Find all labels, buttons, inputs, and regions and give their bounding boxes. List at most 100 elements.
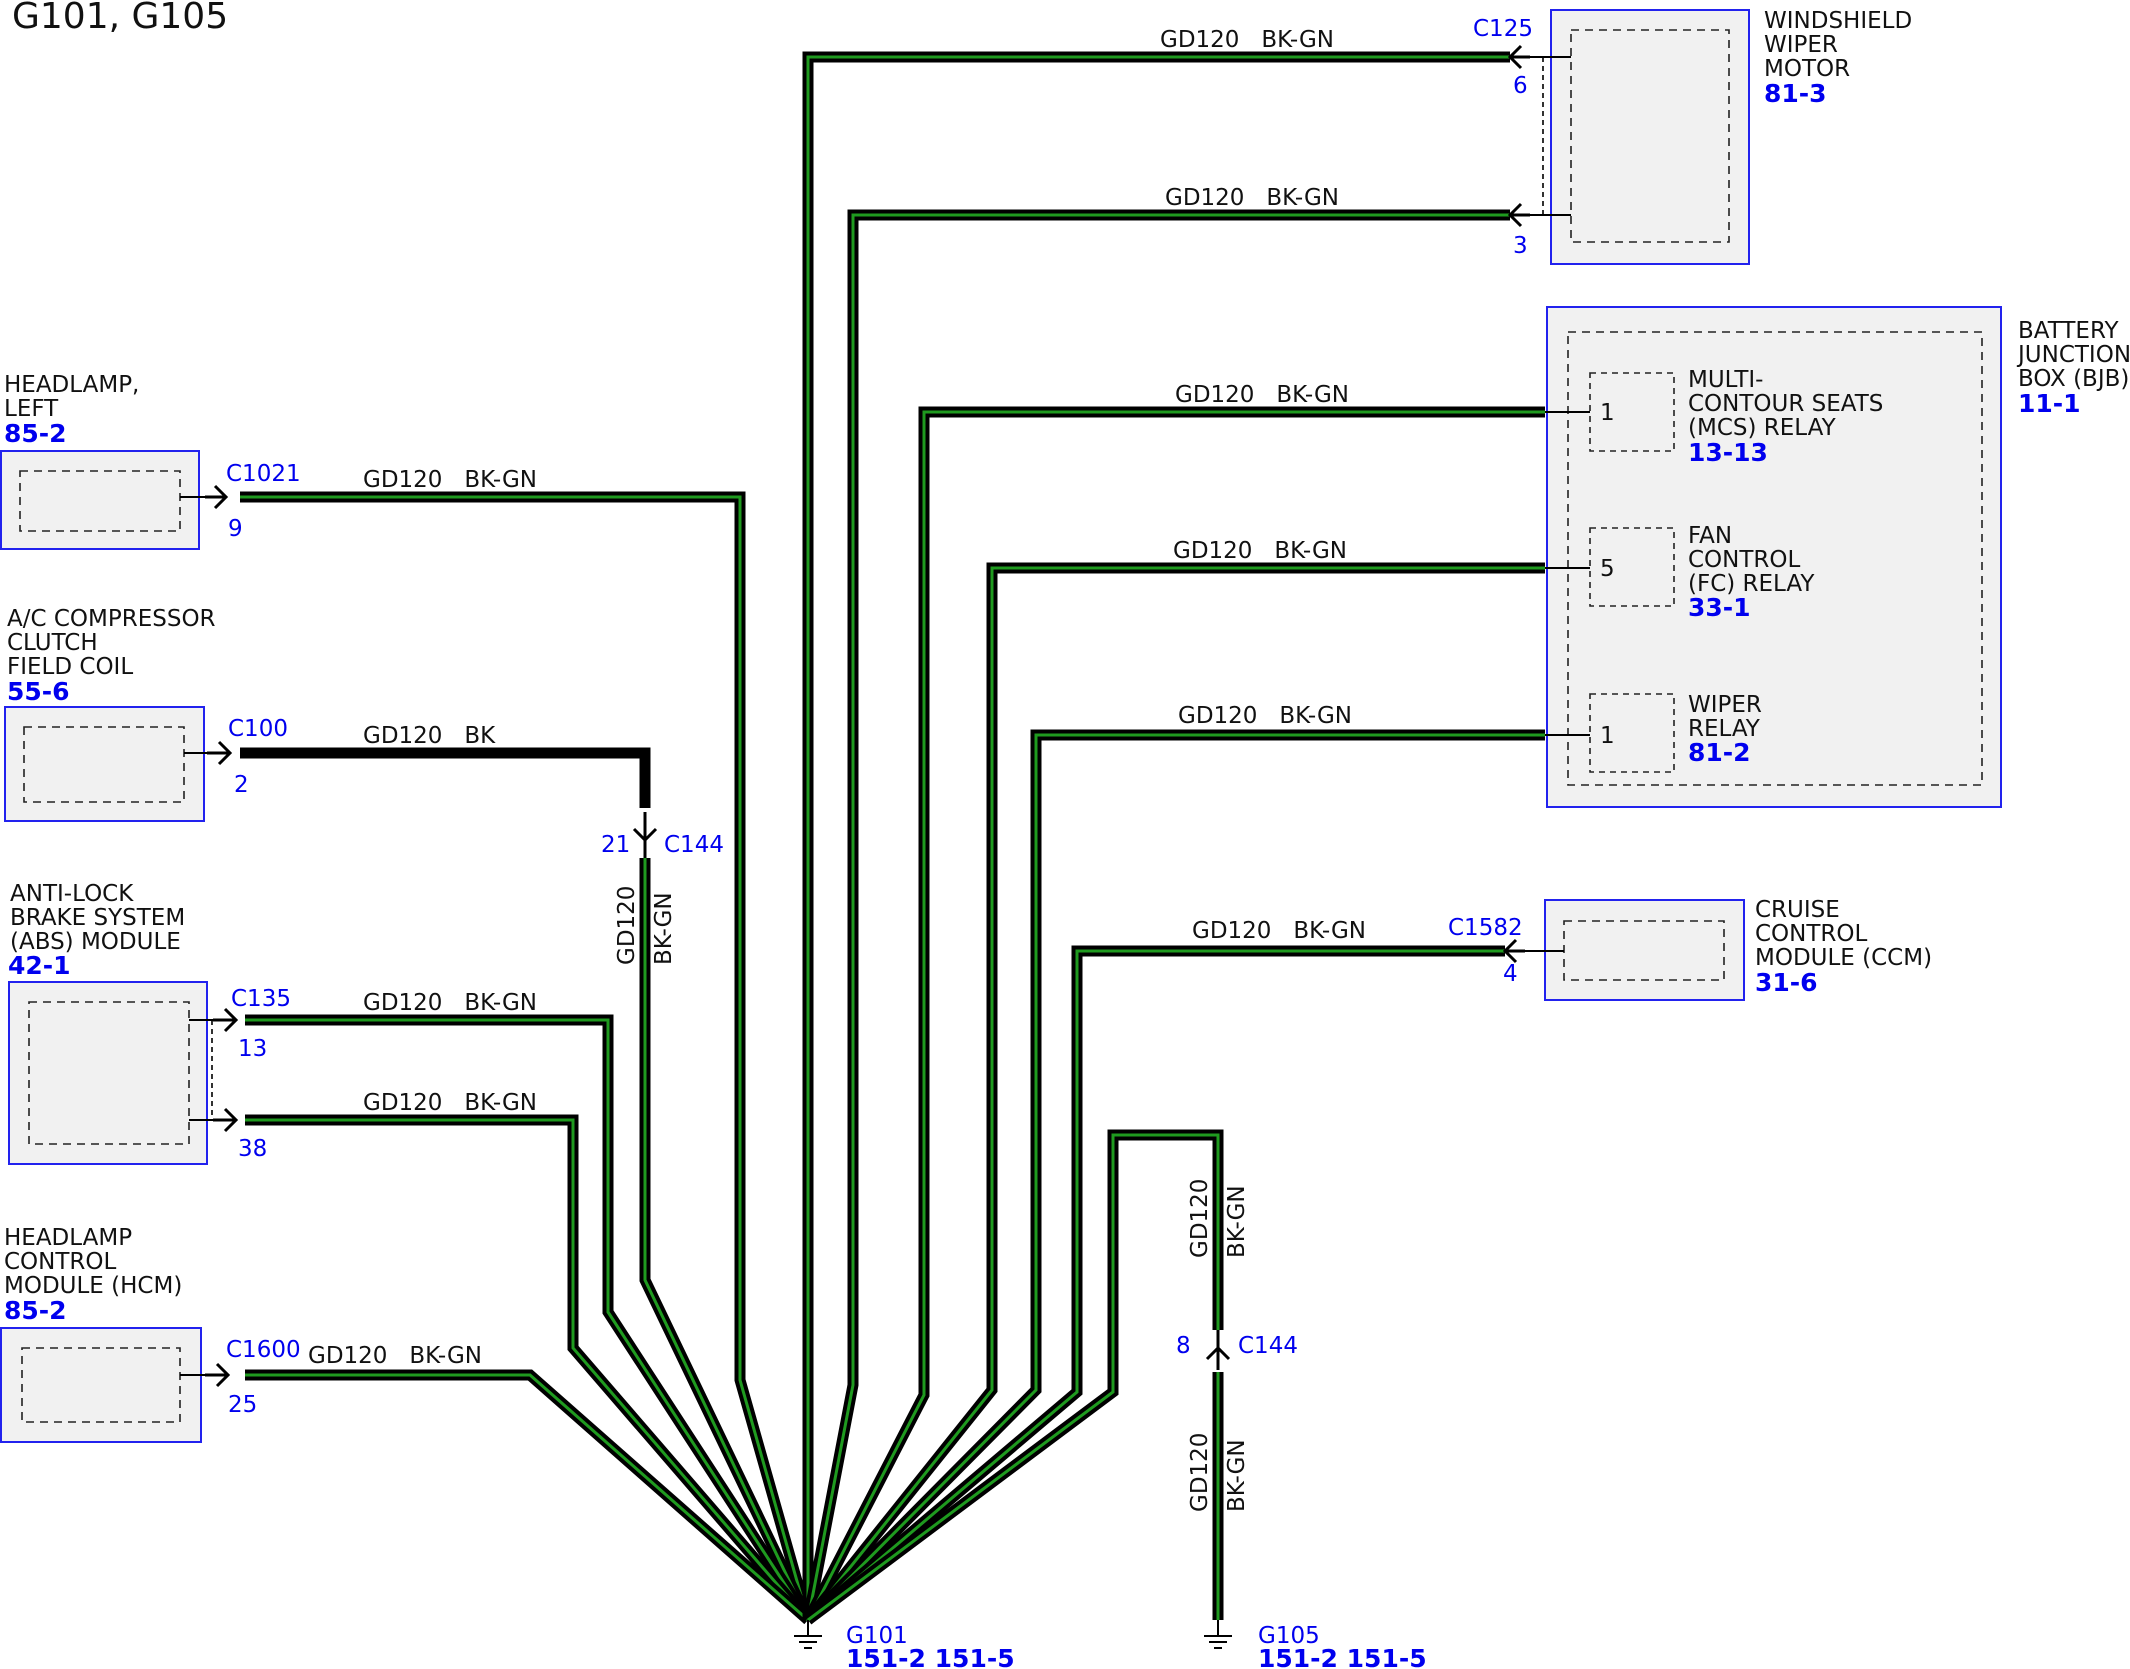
component-hcm[interactable]: HEADLAMP CONTROL MODULE (HCM) 85-2 C1600… [0, 1225, 301, 1443]
pin-number: 2 [234, 772, 249, 798]
pin-number: 4 [1503, 961, 1518, 987]
pin-arrow-icon [1502, 938, 1525, 964]
component-name-line: LEFT [4, 396, 59, 422]
component-box [4, 706, 205, 822]
relay-mcs[interactable]: 1 MULTI- CONTOUR SEATS (MCS) RELAY 13-13 [1545, 367, 1883, 467]
connector-label: C144 [664, 832, 724, 858]
ground-name: G105 [1258, 1623, 1320, 1649]
diagram-title: G101, G105 [12, 0, 228, 37]
component-name-line: BOX (BJB) [2018, 366, 2129, 392]
component-name-line: MODULE (HCM) [4, 1273, 182, 1299]
relay-name-line: (MCS) RELAY [1688, 415, 1837, 441]
connector-label: C144 [1238, 1333, 1298, 1359]
component-name-line: BRAKE SYSTEM [10, 905, 185, 931]
wire-ac-compressor[interactable] [240, 747, 651, 808]
component-box [8, 981, 208, 1165]
wire-hcm[interactable] [245, 1369, 812, 1625]
pin-arrow-icon [1507, 202, 1530, 228]
pin-arrow-icon [1507, 44, 1530, 70]
relay-name-line: MULTI- [1688, 367, 1763, 393]
pin-arrow-icon [205, 1362, 231, 1388]
wire-label-c144-bottom-lower-code: GD120 [1187, 1433, 1213, 1512]
inline-arrow-icon [632, 812, 658, 843]
ground-ref[interactable]: 151-2 151-5 [846, 1644, 1015, 1669]
pin-arrow-icon [207, 740, 233, 766]
ground-icon [794, 1635, 822, 1649]
relay-wiper[interactable]: 1 WIPER RELAY 81-2 [1545, 692, 1762, 773]
connector-label: C135 [231, 986, 291, 1012]
relay-ref[interactable]: 13-13 [1688, 438, 1768, 467]
wire-headlamp-left[interactable] [240, 491, 814, 1622]
wire-fc-relay[interactable] [803, 562, 1545, 1624]
component-ac-compressor[interactable]: A/C COMPRESSOR CLUTCH FIELD COIL 55-6 C1… [4, 606, 288, 822]
relay-name-line: RELAY [1688, 716, 1761, 742]
inline-connector-c144-top[interactable]: 21 C144 [601, 812, 724, 858]
component-ref[interactable]: 11-1 [2018, 389, 2081, 418]
wire-label-hcm: GD120 BK-GN [308, 1343, 482, 1369]
component-box [1546, 306, 2002, 808]
component-ccm[interactable]: C1582 4 CRUISE CONTROL MODULE (CCM) 31-6 [1448, 897, 1932, 1001]
relay-name-line: FAN [1688, 523, 1732, 549]
wire-wiper-motor-3[interactable] [802, 209, 1510, 1622]
wire-label-wiper-motor-6: GD120 BK-GN [1160, 27, 1334, 53]
component-name-line: JUNCTION [2016, 342, 2130, 368]
wire-label-mcs-relay: GD120 BK-GN [1175, 382, 1349, 408]
wire-abs-13[interactable] [245, 1014, 813, 1623]
ground-g101[interactable]: G101 151-2 151-5 [794, 1620, 1015, 1669]
relay-ref[interactable]: 33-1 [1688, 593, 1751, 622]
wire-ccm[interactable] [804, 945, 1505, 1625]
component-bjb[interactable]: BATTERY JUNCTION BOX (BJB) 11-1 1 MULTI-… [1545, 306, 2130, 808]
component-ref[interactable]: 81-3 [1764, 79, 1827, 108]
pin-number: 6 [1513, 73, 1528, 99]
relay-name-line: CONTOUR SEATS [1688, 391, 1883, 417]
wire-label-ac-compressor: GD120 BK [363, 723, 496, 749]
relay-fc[interactable]: 5 FAN CONTROL (FC) RELAY 33-1 [1545, 523, 1815, 622]
relay-ref[interactable]: 81-2 [1688, 738, 1751, 767]
ground-ref[interactable]: 151-2 151-5 [1258, 1644, 1427, 1669]
component-name-line: FIELD COIL [7, 654, 133, 680]
component-headlamp-left[interactable]: HEADLAMP, LEFT 85-2 C1021 9 [0, 372, 301, 550]
component-ref[interactable]: 85-2 [4, 419, 67, 448]
component-name-line: CLUTCH [7, 630, 98, 656]
wire-wiper-relay[interactable] [804, 729, 1545, 1624]
wire-wiper-motor-6[interactable] [802, 51, 1510, 1620]
pin-number: 13 [238, 1036, 267, 1062]
wire-c144-top-to-g101[interactable] [639, 858, 813, 1623]
ground-icon [1204, 1635, 1232, 1649]
component-inner-outline [1570, 29, 1730, 243]
component-name-line: WIPER [1764, 32, 1838, 58]
component-ref[interactable]: 55-6 [7, 677, 70, 706]
wire-label-wiper-relay: GD120 BK-GN [1178, 703, 1352, 729]
component-name-line: CRUISE [1755, 897, 1840, 923]
component-ref[interactable]: 85-2 [4, 1296, 67, 1325]
ground-g105[interactable]: G105 151-2 151-5 [1204, 1620, 1427, 1669]
ground-name: G101 [846, 1623, 908, 1649]
wire-abs-38[interactable] [245, 1114, 813, 1624]
wire-label-c144-top-color: BK-GN [651, 892, 677, 965]
wire-label-wiper-motor-3: GD120 BK-GN [1165, 185, 1339, 211]
component-ref[interactable]: 42-1 [8, 951, 71, 980]
pin-arrow-icon [213, 1107, 239, 1133]
wire-mcs-relay[interactable] [803, 406, 1545, 1623]
component-wiper-motor[interactable]: C125 6 3 WINDSHIELD WIPER MOTOR 81-3 [1473, 8, 1912, 265]
component-ref[interactable]: 31-6 [1755, 968, 1818, 997]
wire-label-abs-38: GD120 BK-GN [363, 1090, 537, 1116]
pin-number: 21 [601, 832, 630, 858]
component-box [1550, 9, 1750, 265]
pin-arrow-icon [213, 1007, 239, 1033]
wire-c144-bottom-upper[interactable] [804, 1129, 1224, 1625]
component-inner-outline [28, 1001, 190, 1145]
wire-label-fc-relay: GD120 BK-GN [1173, 538, 1347, 564]
pin-number: 38 [238, 1136, 267, 1162]
inline-connector-c144-bottom[interactable]: 8 C144 [1176, 1330, 1298, 1370]
connector-label: C1582 [1448, 915, 1523, 941]
wire-label-c144-bottom-lower-color: BK-GN [1224, 1439, 1250, 1512]
component-box [0, 450, 200, 550]
relay-outline [1589, 527, 1675, 607]
component-abs-module[interactable]: ANTI-LOCK BRAKE SYSTEM (ABS) MODULE 42-1… [8, 881, 291, 1165]
component-inner-outline [19, 470, 181, 532]
component-name-line: WINDSHIELD [1764, 8, 1912, 34]
component-name-line: ANTI-LOCK [10, 881, 134, 907]
pin-number: 1 [1600, 400, 1615, 426]
